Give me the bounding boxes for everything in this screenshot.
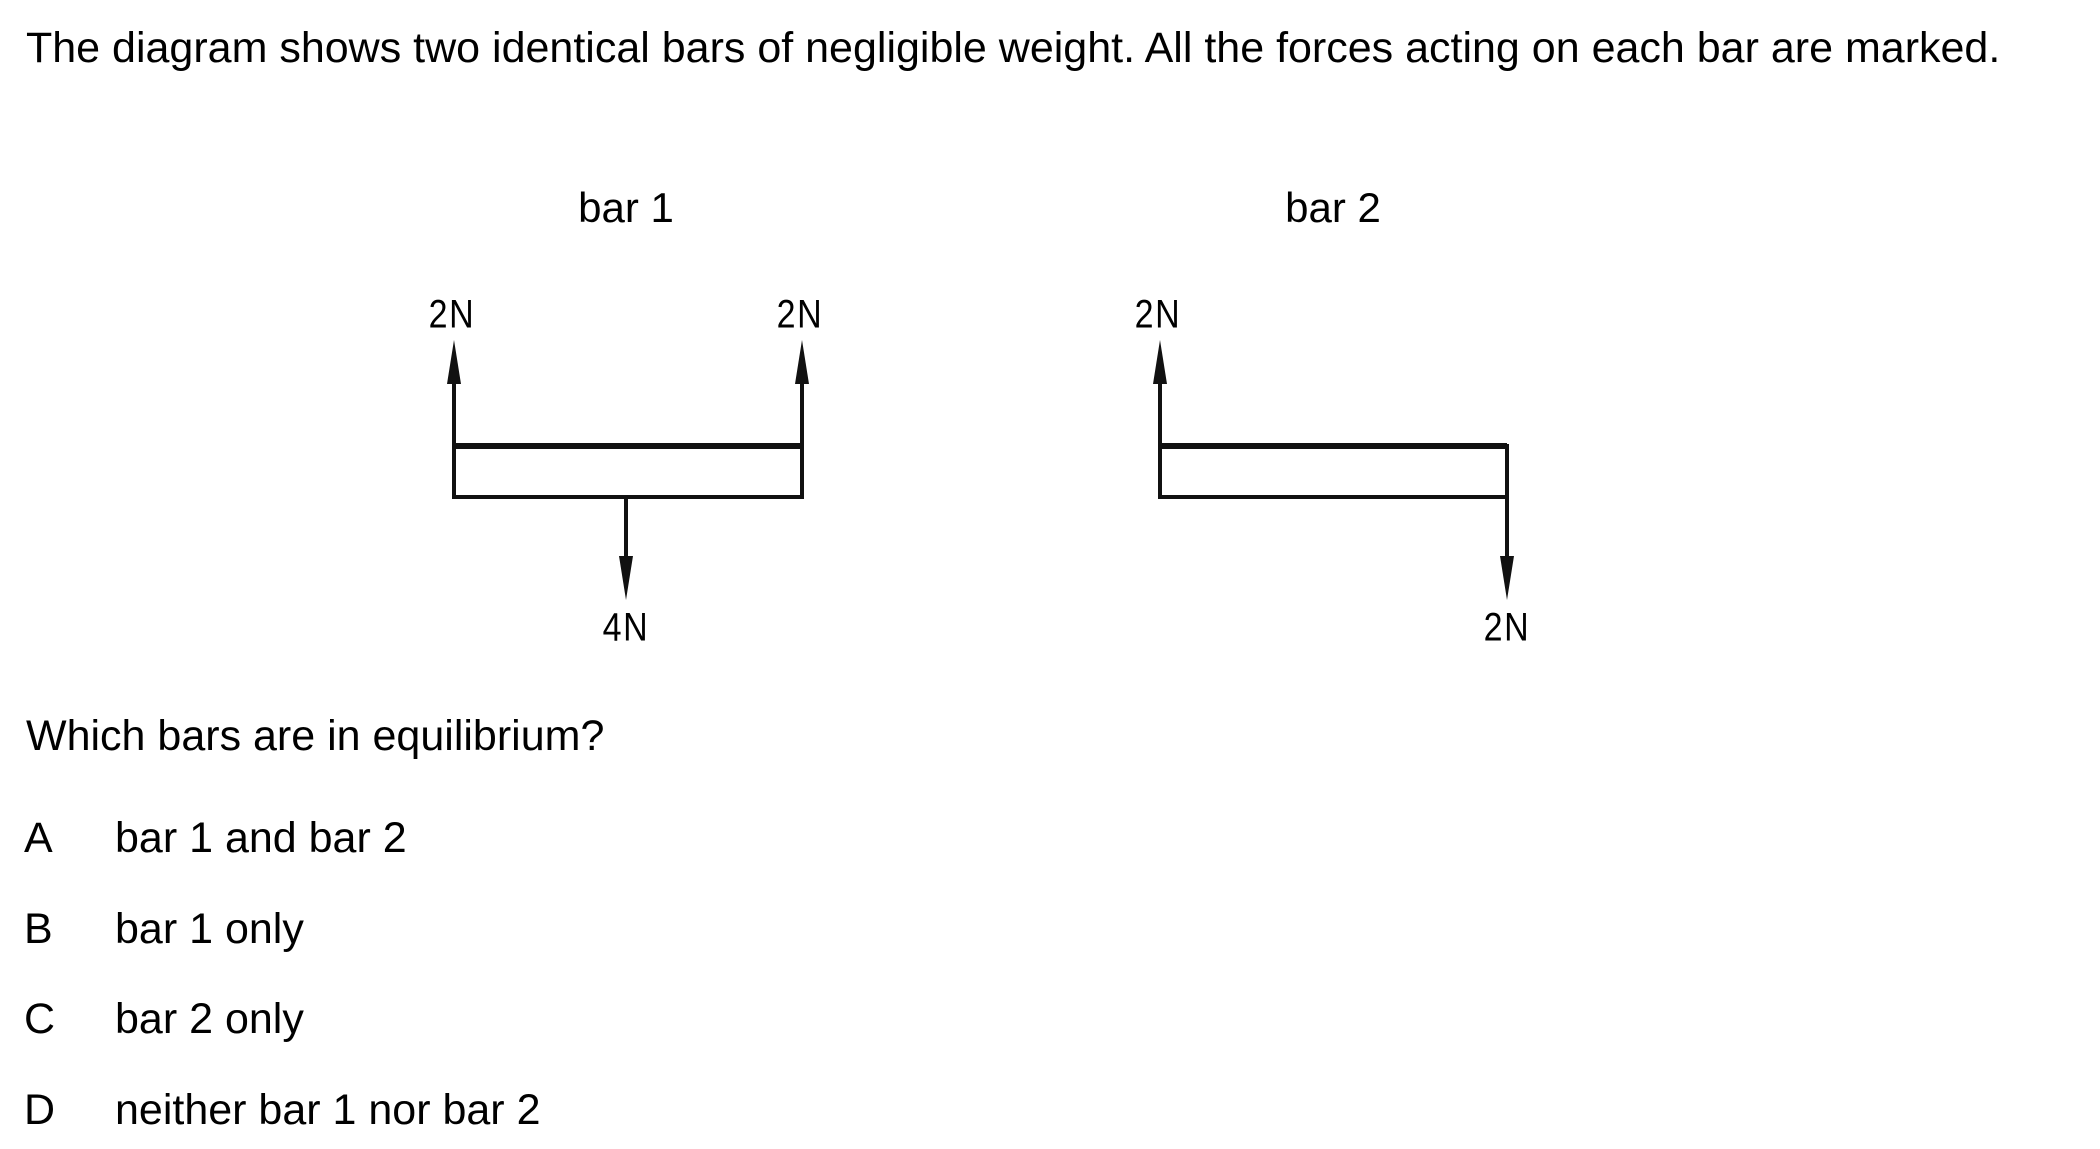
bar2 [1153,340,1514,600]
bar1-label: bar 1 [578,184,674,231]
bar2-label: bar 2 [1285,184,1381,231]
bar1 [447,340,809,600]
option-text: neither bar 1 nor bar 2 [115,1086,541,1134]
bar1-left-force-label: 2N [428,292,476,337]
question-text: Which bars are in equilibrium? [26,712,605,760]
option-letter: D [24,1086,56,1134]
question-intro: The diagram shows two identical bars of … [26,24,2001,72]
option-letter: C [24,995,56,1043]
option-letter: B [24,905,53,953]
bar1-right-force-label: 2N [776,292,824,337]
bar2-left-force-label: 2N [1134,292,1182,337]
option-letter: A [24,814,53,862]
option-text: bar 2 only [115,995,304,1043]
option-text: bar 1 only [115,905,304,953]
bar2-down-force-label: 2N [1483,605,1531,650]
option-text: bar 1 and bar 2 [115,814,407,862]
bar1-down-force-label: 4N [602,605,650,650]
